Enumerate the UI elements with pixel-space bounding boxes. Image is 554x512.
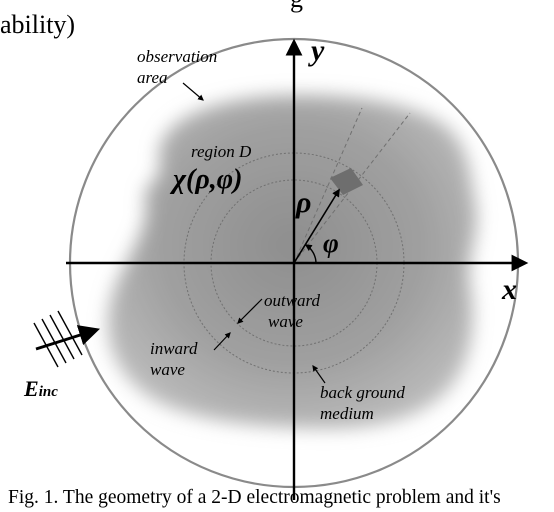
incident-field-label: Einc — [24, 378, 58, 400]
rho-label: ρ — [296, 186, 312, 219]
observation-area-label-line2: area — [137, 68, 168, 87]
inward-wave-label-line1: inward — [150, 339, 198, 358]
outward-pointer — [237, 298, 263, 324]
incident-wave-fronts — [33, 310, 83, 368]
y-axis-label: y — [311, 34, 325, 67]
background-medium-label-line1: back ground — [320, 383, 405, 402]
figure-caption: Fig. 1. The geometry of a 2-D electromag… — [8, 487, 501, 508]
phi-label: φ — [323, 228, 339, 258]
x-axis-label: x — [502, 273, 517, 306]
header-text-line: ability) — [0, 10, 76, 39]
outward-wave-label-line2: wave — [268, 312, 303, 331]
rho-vector — [293, 188, 340, 264]
inward-wave-label-line2: wave — [150, 360, 185, 379]
header-text-fragment: g — [290, 0, 303, 12]
chi-label: χ(ρ,φ) — [173, 164, 243, 195]
background-pointer — [312, 365, 326, 384]
region-label: region D — [191, 142, 252, 161]
phi-arc — [304, 244, 317, 264]
background-medium-label-line2: medium — [320, 404, 374, 423]
observation-area-label-line1: observation — [137, 47, 218, 66]
incident-arrow — [35, 325, 101, 351]
outward-wave-label-line1: outward — [264, 291, 321, 310]
incident-field-subscript: inc — [38, 384, 58, 400]
observation-pointer — [182, 82, 204, 101]
sector-line-1 — [293, 107, 363, 264]
cell-element — [330, 168, 363, 195]
region-d-shape — [107, 95, 477, 429]
incident-field-symbol: E — [24, 376, 39, 401]
inward-pointer — [213, 332, 231, 351]
